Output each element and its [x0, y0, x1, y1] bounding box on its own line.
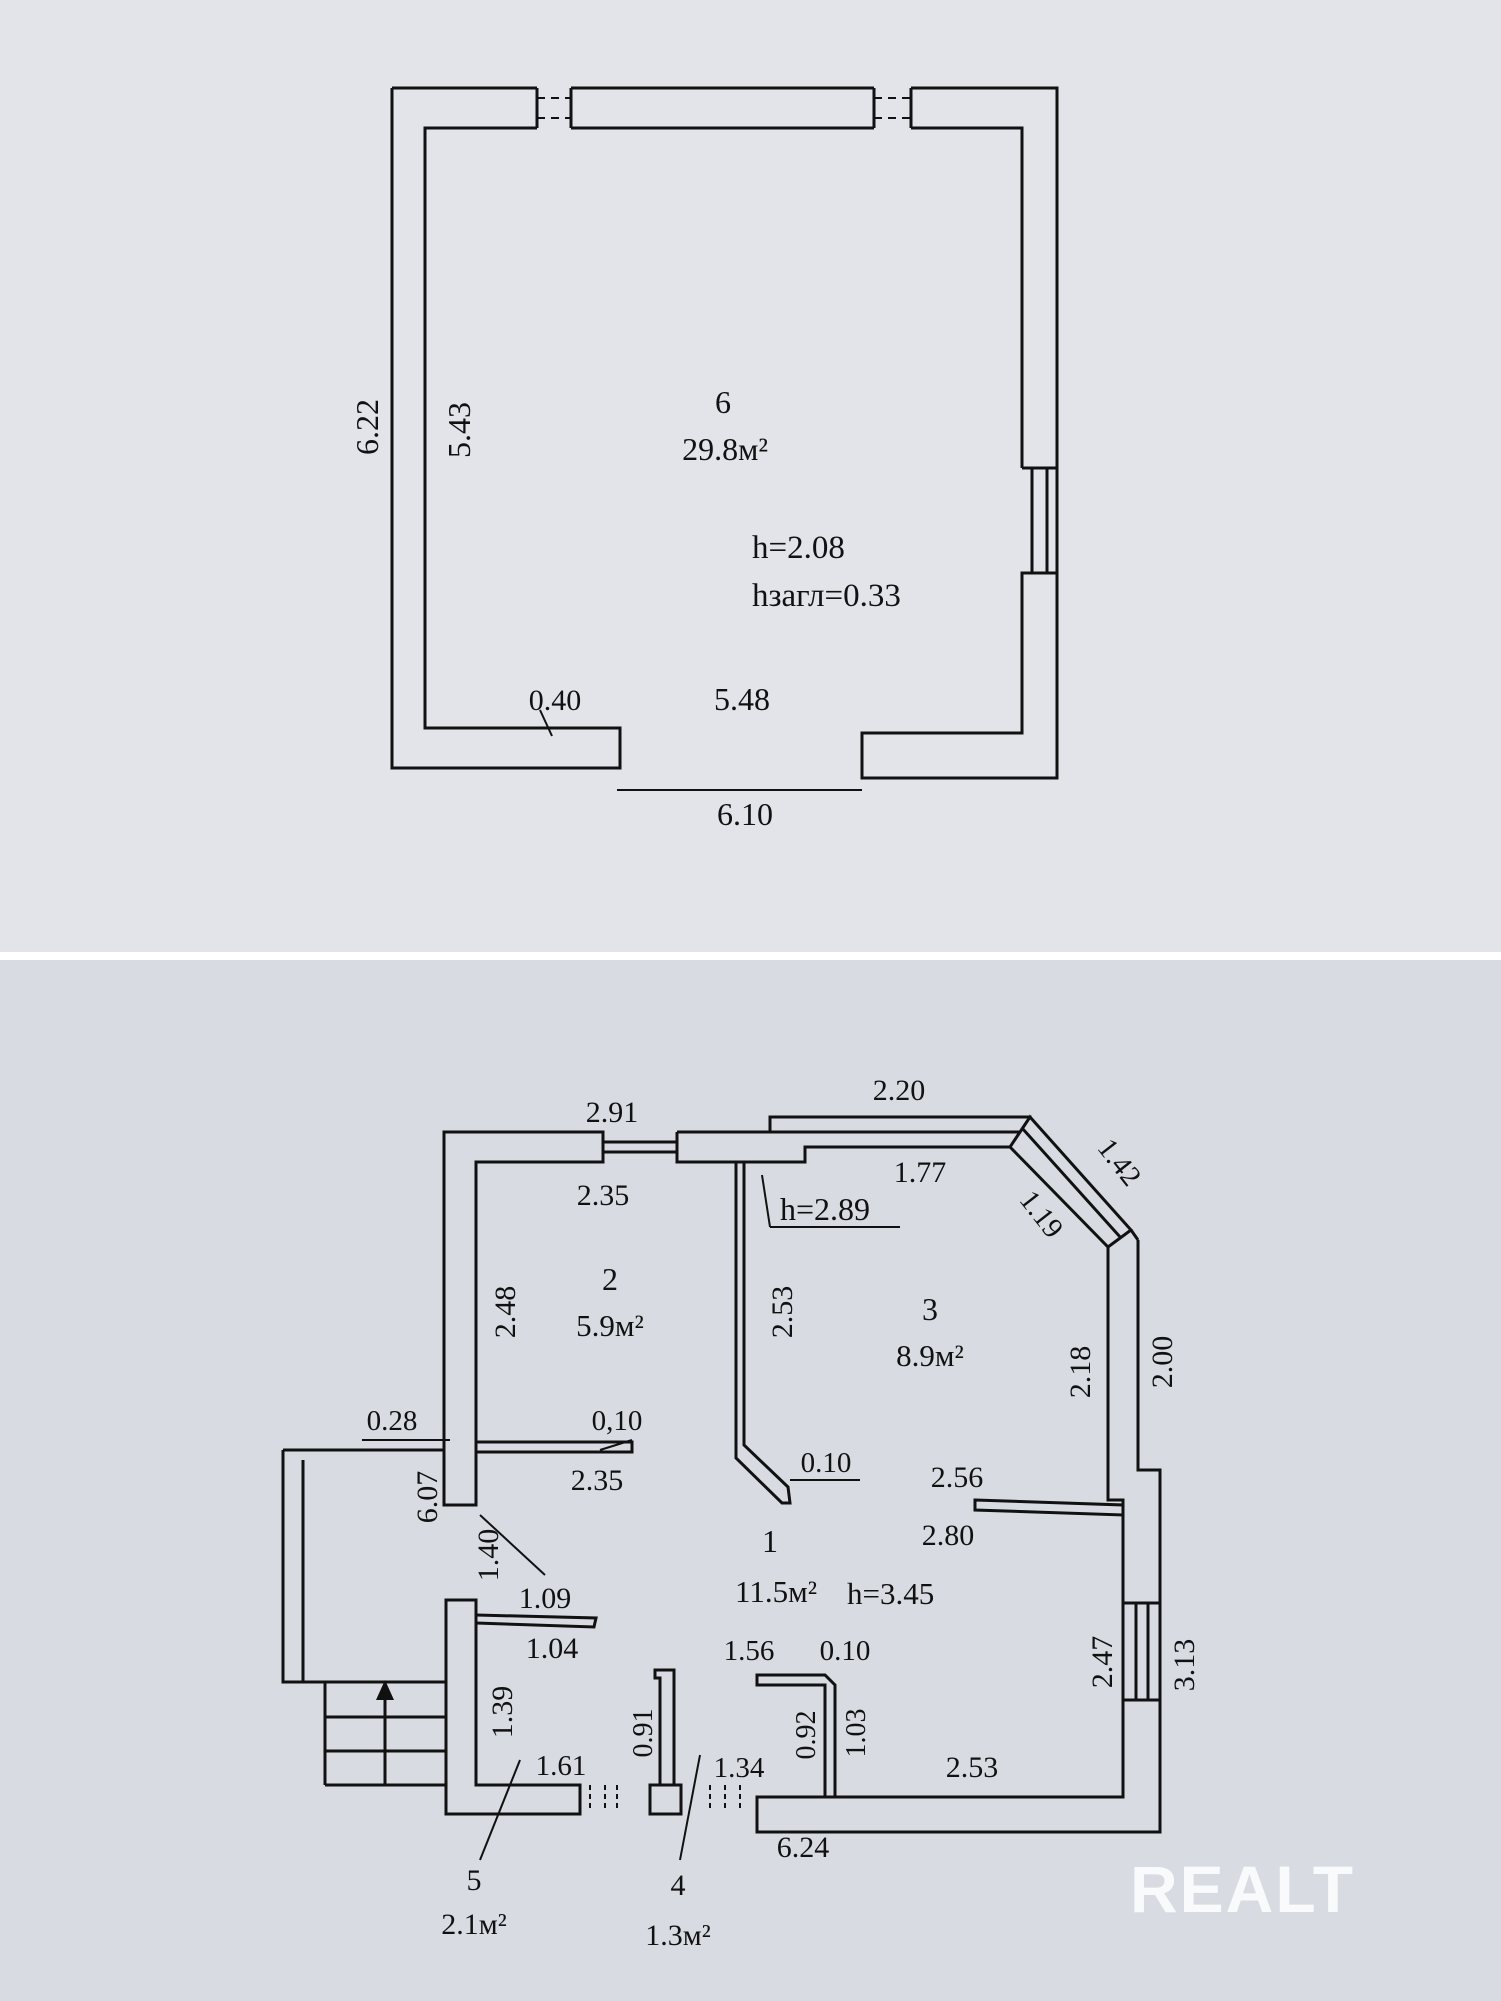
room-4-number: 4 [671, 1869, 686, 1902]
room-4-area: 1.3м² [645, 1919, 710, 1952]
upper-floor-plan: 6 29.8м² h=2.08 hзагл=0.33 5.48 0.40 6.1… [349, 86, 1059, 832]
partition-room1-bottom [755, 1673, 837, 1799]
leader-room5 [479, 1759, 521, 1861]
dim-leader-140 [479, 1514, 546, 1576]
dim-2-80: 2.80 [922, 1519, 975, 1552]
dim-2-56: 2.56 [931, 1461, 984, 1494]
dim-tick [539, 709, 553, 737]
dim-1-56: 1.56 [724, 1635, 775, 1667]
room-1-number: 1 [762, 1523, 778, 1559]
room-3-height: h=2.89 [780, 1191, 870, 1227]
dim-1-34: 1.34 [714, 1752, 765, 1784]
wall-room5 [444, 1598, 582, 1816]
stair-arrow-icon [376, 1680, 394, 1700]
room-6-height: h=2.08 [752, 530, 845, 566]
wall-room2 [442, 1130, 605, 1507]
dim-0-92: 0.92 [791, 1711, 822, 1760]
dim-1-61: 1.61 [536, 1750, 587, 1782]
partition-room3 [973, 1498, 1125, 1517]
room-1-height: h=3.45 [847, 1576, 934, 1611]
partition-2-3 [734, 1162, 792, 1505]
dim-outer-left: 6.22 [349, 399, 385, 455]
dim-2-18: 2.18 [1064, 1346, 1097, 1399]
dim-2-20: 2.20 [873, 1074, 926, 1107]
partition-room5 [475, 1613, 598, 1629]
dim-1-03: 1.03 [841, 1709, 872, 1758]
dim-2-47: 2.47 [1086, 1636, 1119, 1689]
partition-room2 [476, 1440, 634, 1454]
room-6-basement-height: hзагл=0.33 [752, 578, 901, 614]
lower-floor-plan: 2 5.9м² 3 8.9м² h=2.89 1 11.5м² h=3.45 5… [281, 1074, 1355, 1952]
room-6-area: 29.8м² [682, 431, 768, 467]
dim-inner-left: 5.43 [441, 402, 477, 458]
dim-0-10-a: 0,10 [592, 1405, 643, 1437]
dim-1-09: 1.09 [519, 1582, 572, 1615]
leader-room4 [679, 1754, 701, 1861]
dim-inner-bottom: 5.48 [714, 681, 770, 717]
dim-0-28: 0.28 [367, 1405, 418, 1437]
dim-1-40: 1.40 [472, 1529, 505, 1582]
room-3-number: 3 [922, 1291, 938, 1327]
wall-bottom-right [755, 1698, 1162, 1834]
dim-1-04: 1.04 [526, 1632, 579, 1665]
wall-right [1106, 1240, 1162, 1605]
dim-6-24: 6.24 [777, 1831, 830, 1864]
dim-0-10-c: 0.10 [820, 1635, 871, 1667]
dim-3-13: 3.13 [1168, 1639, 1201, 1692]
dim-0-91: 0.91 [628, 1709, 659, 1758]
upper-floor-panel: 6 29.8м² h=2.08 hзагл=0.33 5.48 0.40 6.1… [0, 0, 1501, 955]
realt-watermark: REALT [1130, 1852, 1355, 1926]
dim-6-07: 6.07 [411, 1471, 444, 1524]
wall-left [390, 88, 622, 770]
wall-room3-top [675, 1115, 1032, 1164]
dim-2-91: 2.91 [586, 1096, 639, 1129]
dim-2-35-mid: 2.35 [571, 1464, 624, 1497]
room-2-area: 5.9м² [576, 1308, 644, 1343]
dim-1-42: 1.42 [1091, 1133, 1147, 1193]
dim-2-53-v: 2.53 [766, 1286, 799, 1339]
stair-enclosure [281, 1448, 446, 1684]
dim-outer-bottom: 6.10 [717, 796, 773, 832]
room-6-number: 6 [715, 384, 731, 420]
wall-right [860, 86, 1059, 780]
room-3-area: 8.9м² [896, 1338, 964, 1373]
column-room4 [648, 1783, 683, 1816]
dim-1-39: 1.39 [486, 1686, 519, 1739]
dim-1-77: 1.77 [894, 1156, 947, 1189]
dim-2-48: 2.48 [489, 1286, 522, 1339]
room-1-area: 11.5м² [735, 1574, 817, 1609]
lower-floor-panel: 2 5.9м² 3 8.9м² h=2.89 1 11.5м² h=3.45 5… [0, 960, 1501, 2001]
room-2-number: 2 [602, 1261, 618, 1297]
room-5-number: 5 [467, 1864, 482, 1897]
dim-2-00: 2.00 [1146, 1336, 1179, 1389]
dim-2-35-top: 2.35 [577, 1179, 630, 1212]
dim-wall-thickness: 0.40 [529, 684, 582, 717]
room-5-area: 2.1м² [441, 1908, 506, 1941]
dim-2-53-h: 2.53 [946, 1751, 999, 1784]
window-right [1121, 1601, 1162, 1702]
dim-0-10-b: 0.10 [801, 1447, 852, 1479]
